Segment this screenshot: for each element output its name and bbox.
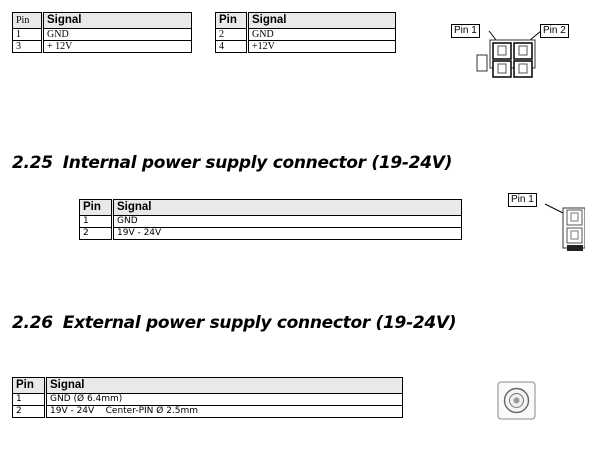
pin-table-2: Pin Signal 2 GND 4 +12V — [215, 12, 396, 53]
signal-header: Signal — [45, 377, 403, 394]
table-row: 2 GND — [215, 28, 396, 41]
pin-cell: 3 — [12, 40, 44, 53]
signal-cell: 19V - 24V — [112, 227, 462, 240]
table-header-row: Pin Signal — [215, 12, 396, 29]
table-header-row: Pin Signal — [12, 12, 192, 29]
signal-cell: 19V - 24V Center-PIN Ø 2.5mm — [45, 405, 403, 418]
pin-table-1: Pin Signal 1 GND 3 + 12V — [12, 12, 192, 53]
section-number: 2.26 — [12, 313, 53, 333]
signal-cell: GND — [42, 28, 192, 41]
dc-jack-icon — [497, 381, 536, 420]
signal-header: Signal — [42, 12, 192, 29]
pin-cell: 2 — [215, 28, 249, 41]
pin-cell: 1 — [79, 215, 114, 228]
signal-header: Signal — [247, 12, 396, 29]
table-row: 1 GND (Ø 6.4mm) — [12, 393, 403, 406]
two-pin-connector-diagram — [544, 203, 585, 251]
section-heading-2-26: 2.26 External power supply connector (19-… — [12, 313, 457, 333]
pin-header: Pin — [215, 12, 249, 29]
section-title: Internal power supply connector (19-24V) — [62, 153, 453, 173]
signal-cell: GND (Ø 6.4mm) — [45, 393, 403, 406]
table-row: 3 + 12V — [12, 40, 192, 53]
signal-cell: +12V — [247, 40, 396, 53]
pin-cell: 4 — [215, 40, 249, 53]
section-title: External power supply connector (19-24V) — [62, 313, 457, 333]
pin-cell: 2 — [79, 227, 114, 240]
table-header-row: Pin Signal — [79, 199, 462, 216]
pin-cell: 2 — [12, 405, 47, 418]
table-row: 2 19V - 24V — [79, 227, 462, 240]
pin-header: Pin — [79, 199, 114, 216]
pin1-callout: Pin 1 — [508, 193, 537, 207]
table-header-row: Pin Signal — [12, 377, 403, 394]
signal-cell: + 12V — [42, 40, 192, 53]
table-row: 1 GND — [12, 28, 192, 41]
external-power-pin-table: Pin Signal 1 GND (Ø 6.4mm) 2 19V - 24V C… — [12, 377, 403, 418]
section-heading-2-25: 2.25 Internal power supply connector (19-… — [12, 153, 452, 173]
section-number: 2.25 — [12, 153, 53, 173]
pin-cell: 1 — [12, 393, 47, 406]
signal-cell: GND — [247, 28, 396, 41]
signal-cell: GND — [112, 215, 462, 228]
internal-power-pin-table: Pin Signal 1 GND 2 19V - 24V — [79, 199, 462, 240]
table-row: 2 19V - 24V Center-PIN Ø 2.5mm — [12, 405, 403, 418]
table-row: 1 GND — [79, 215, 462, 228]
pin1-callout: Pin 1 — [451, 24, 480, 38]
pin-cell: 1 — [12, 28, 44, 41]
signal-header: Signal — [112, 199, 462, 216]
table-row: 4 +12V — [215, 40, 396, 53]
pin-header: Pin — [12, 12, 44, 29]
pin-header: Pin — [12, 377, 47, 394]
pin2-callout: Pin 2 — [540, 24, 569, 38]
four-pin-connector-diagram — [476, 30, 542, 78]
